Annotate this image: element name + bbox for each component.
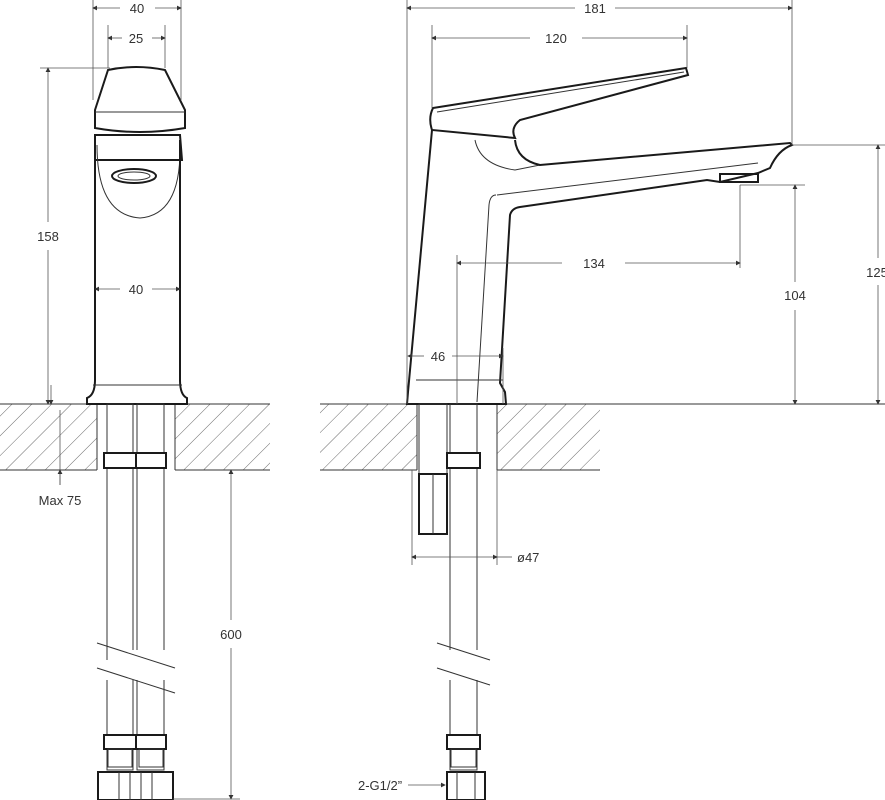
dim-max-deck-thickness: Max 75 — [39, 493, 82, 508]
dim-body-width: 40 — [129, 282, 143, 297]
dim-aerator-height: 104 — [784, 288, 806, 303]
dim-base-depth: 46 — [431, 349, 445, 364]
dim-overall-width: 40 — [130, 1, 144, 16]
dim-hole-diameter: ø47 — [517, 550, 539, 565]
front-dimensions: 40 25 158 40 Max 75 600 — [37, 0, 242, 800]
dim-overall-depth: 181 — [584, 1, 606, 16]
dim-handle-length: 120 — [545, 31, 567, 46]
side-view: 181 120 125 104 134 46 — [320, 0, 885, 800]
side-dimensions: 181 120 125 104 134 46 — [358, 0, 885, 793]
front-view: 40 25 158 40 Max 75 600 — [0, 0, 270, 800]
dim-spout-reach: 134 — [583, 256, 605, 271]
dim-handle-width: 25 — [129, 31, 143, 46]
dim-hose-length: 600 — [220, 627, 242, 642]
dim-spout-height: 125 — [866, 265, 885, 280]
countertop-section-right — [320, 403, 885, 471]
faucet-side-body — [405, 66, 794, 405]
dim-height: 158 — [37, 229, 59, 244]
faucet-front-body — [86, 66, 188, 405]
supply-hose-side — [418, 403, 491, 800]
countertop-section-left — [0, 403, 270, 471]
supply-hoses-front — [95, 403, 185, 800]
dim-connection-thread: 2-G1/2” — [358, 778, 402, 793]
